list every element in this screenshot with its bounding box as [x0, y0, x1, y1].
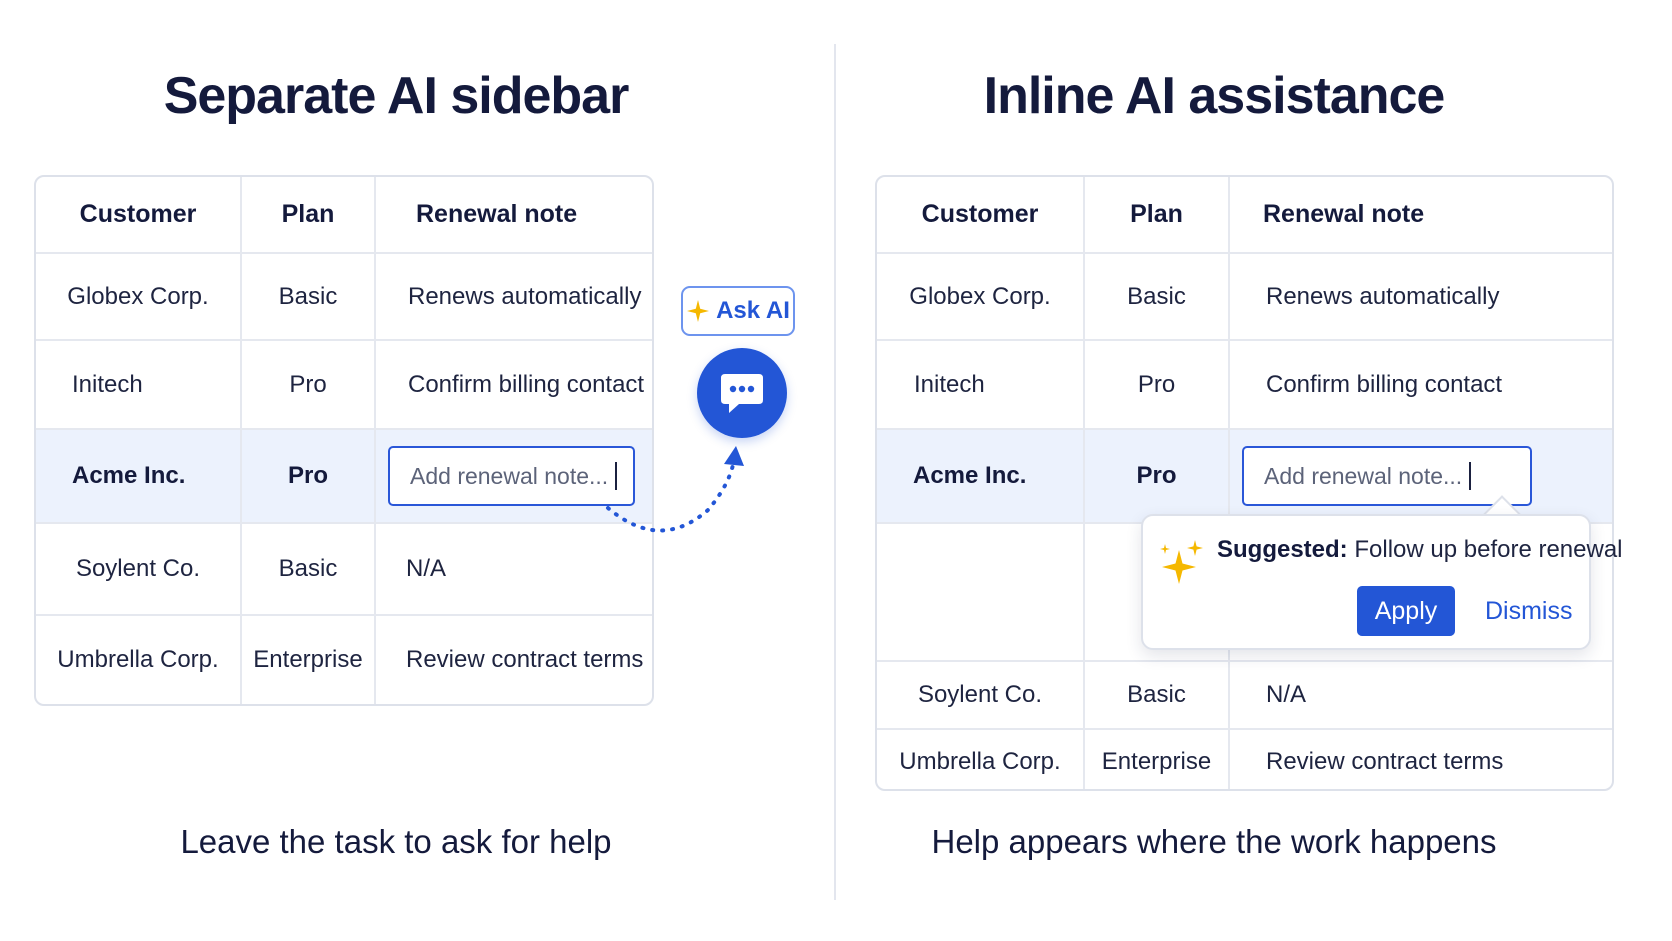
cell-customer: Soylent Co.	[877, 662, 1085, 728]
cell-plan: Pro	[242, 430, 376, 522]
panel-divider	[834, 44, 836, 900]
sparkles-icon	[1160, 540, 1203, 584]
cell-customer: Globex Corp.	[36, 254, 242, 339]
table-row: Initech Pro Confirm billing contact	[36, 341, 652, 430]
ask-ai-label: Ask AI	[716, 297, 790, 324]
table-row-active: Acme Inc. Pro Add renewal note...	[36, 430, 652, 524]
suggestion-text: Suggested: Follow up before renewal	[1217, 536, 1623, 564]
cell-customer: Initech	[36, 341, 242, 428]
cell-plan: Basic	[1085, 662, 1230, 728]
cell-renewal-note: Review contract terms	[406, 646, 644, 673]
header-renewal-note: Renewal note	[1263, 200, 1425, 228]
cell-renewal-note: Renews automatically	[1266, 282, 1500, 310]
ask-ai-button[interactable]: Ask AI	[681, 286, 795, 336]
table-row: Umbrella Corp. Enterprise Review contrac…	[877, 730, 1612, 789]
header-customer: Customer	[877, 177, 1085, 252]
table-header-row: Customer Plan Renewal note	[36, 177, 652, 254]
renewal-note-placeholder: Add renewal note...	[1264, 462, 1463, 489]
cell-renewal-note: N/A	[406, 555, 447, 582]
header-renewal-note: Renewal note	[416, 200, 578, 228]
text-caret	[1469, 462, 1472, 490]
table-row: Soylent Co. Basic N/A	[36, 524, 652, 616]
cell-plan: Pro	[242, 341, 376, 428]
dotted-arrow-icon	[606, 446, 744, 533]
left-panel-title: Separate AI sidebar	[163, 67, 630, 125]
header-plan: Plan	[1085, 177, 1230, 252]
right-panel-caption: Help appears where the work happens	[931, 823, 1497, 860]
table-row: Initech Pro Confirm billing contact	[877, 341, 1612, 430]
table-row: Umbrella Corp. Enterprise Review contrac…	[36, 616, 652, 704]
table-header-row: Customer Plan Renewal note	[877, 177, 1612, 254]
suggestion-value: Follow up before renewal	[1354, 536, 1623, 563]
renewal-note-placeholder: Add renewal note...	[410, 462, 609, 489]
cell-customer: Soylent Co.	[36, 524, 242, 614]
renewal-note-input[interactable]: Add renewal note...	[388, 446, 635, 506]
text-caret	[615, 462, 618, 490]
cell-customer: Umbrella Corp.	[877, 730, 1085, 789]
cell-plan: Basic	[1085, 254, 1230, 339]
suggestion-label: Suggested:	[1217, 536, 1348, 563]
chat-bubble-icon	[721, 374, 763, 413]
cell-plan: Pro	[1085, 430, 1230, 522]
dismiss-button[interactable]: Dismiss	[1475, 586, 1583, 636]
cell-plan: Basic	[242, 254, 376, 339]
right-panel-title: Inline AI assistance	[983, 67, 1446, 125]
apply-button[interactable]: Apply	[1357, 586, 1455, 636]
cell-customer: Umbrella Corp.	[36, 616, 242, 704]
cell-customer: Initech	[877, 341, 1085, 428]
cell-plan: Enterprise	[1085, 730, 1230, 789]
cell-renewal-note: Renews automatically	[408, 282, 642, 310]
cell-customer: Acme Inc.	[36, 430, 242, 522]
left-customer-table: Customer Plan Renewal note Globex Corp. …	[34, 175, 654, 706]
cell-renewal-note: Add renewal note...	[376, 430, 652, 522]
left-panel-caption: Leave the task to ask for help	[180, 823, 612, 860]
renewal-note-input[interactable]: Add renewal note...	[1242, 446, 1532, 506]
cell-renewal-note: Review contract terms	[1266, 747, 1504, 775]
table-row: Globex Corp. Basic Renews automatically	[877, 254, 1612, 341]
sparkle-icon	[687, 300, 710, 322]
empty-cell	[877, 524, 1085, 660]
cell-renewal-note: Add renewal note...	[1230, 430, 1612, 522]
cell-customer: Globex Corp.	[877, 254, 1085, 339]
cell-renewal-note: Confirm billing contact	[1266, 370, 1503, 398]
cell-plan: Basic	[242, 524, 376, 614]
right-customer-table: Customer Plan Renewal note Globex Corp. …	[875, 175, 1614, 791]
cell-plan: Pro	[1085, 341, 1230, 428]
cell-customer: Acme Inc.	[877, 430, 1085, 522]
header-customer: Customer	[36, 177, 242, 252]
ai-suggestion-popover: Suggested: Follow up before renewal Appl…	[1141, 514, 1623, 650]
table-row: Globex Corp. Basic Renews automatically	[36, 254, 652, 341]
cell-renewal-note: Confirm billing contact	[408, 370, 645, 398]
table-row: Soylent Co. Basic N/A	[877, 662, 1612, 730]
cell-plan: Enterprise	[242, 616, 376, 704]
header-plan: Plan	[242, 177, 376, 252]
chat-assistant-button[interactable]	[697, 348, 787, 438]
cell-renewal-note: N/A	[1266, 681, 1307, 708]
